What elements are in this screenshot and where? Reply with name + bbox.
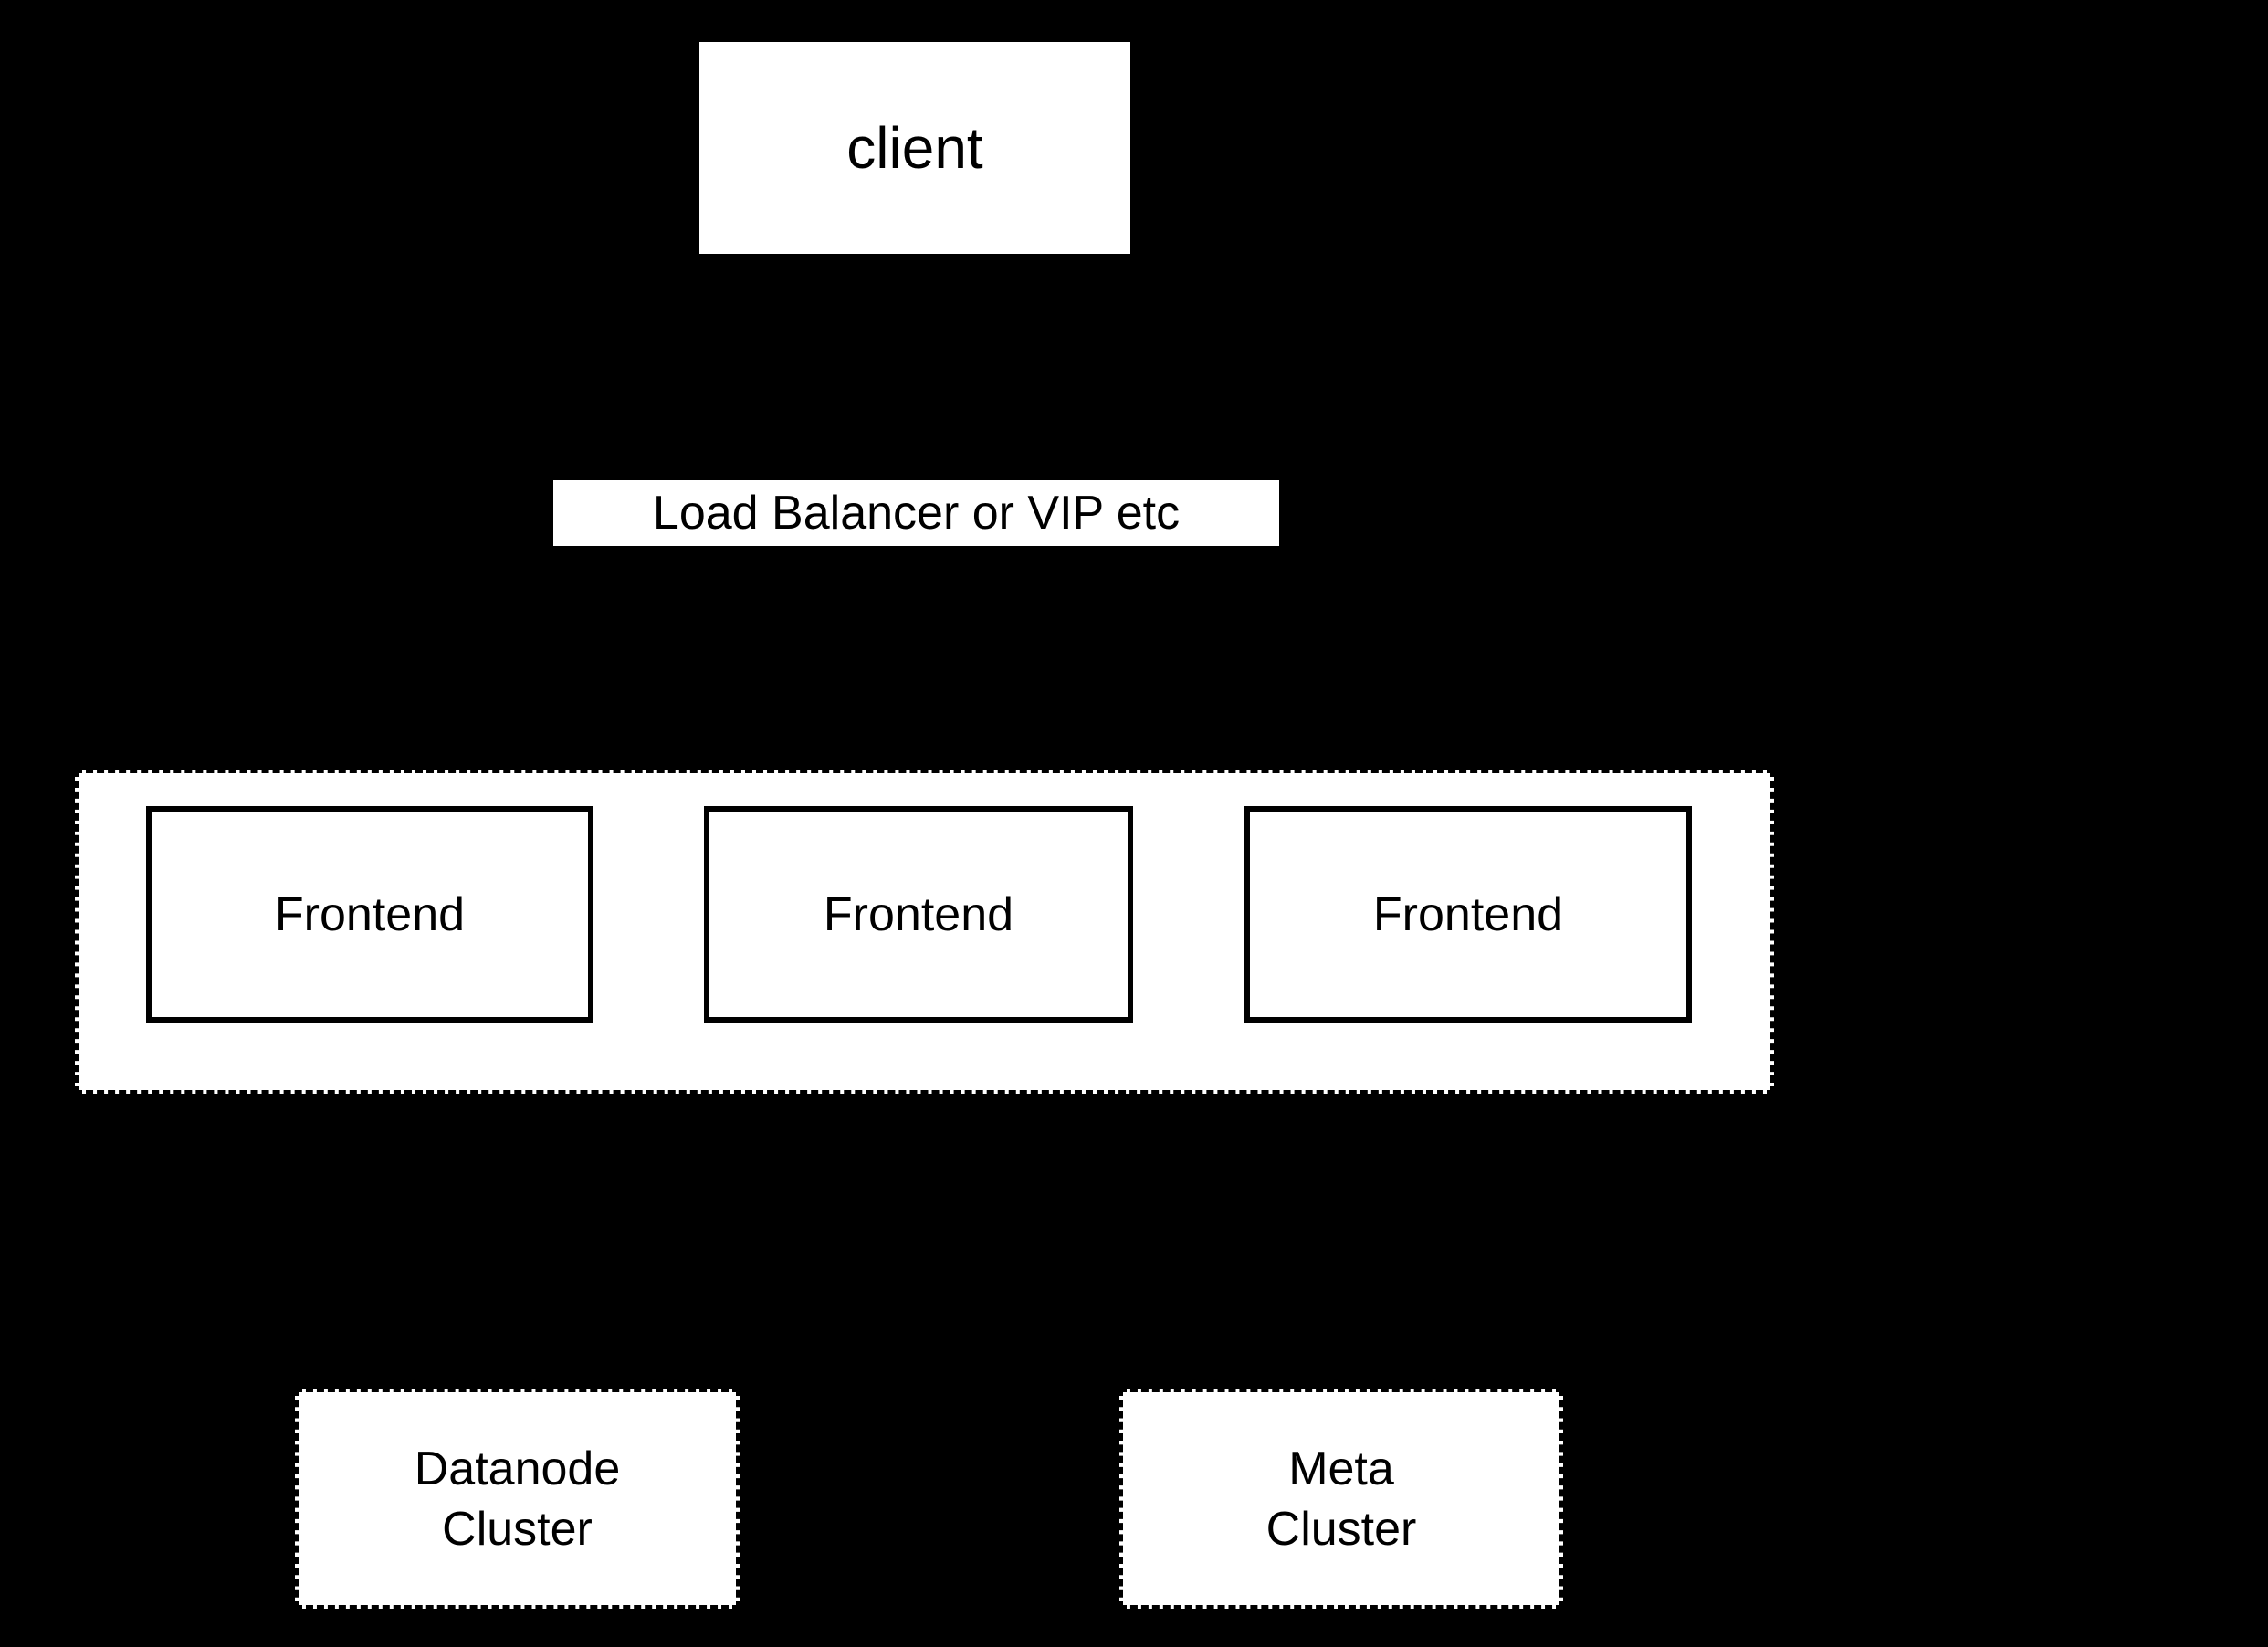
datanode-cluster-label-line2: Cluster	[442, 1502, 593, 1556]
datanode-cluster-label-line1: Datanode	[414, 1442, 621, 1495]
client-node: client	[698, 40, 1132, 256]
frontend-1-label: Frontend	[274, 887, 466, 941]
load-balancer-label: Load Balancer or VIP etc	[652, 487, 1181, 540]
frontend-3-label: Frontend	[1372, 887, 1564, 941]
frontend-node-1: Frontend	[146, 806, 593, 1023]
meta-cluster-label-line2: Cluster	[1265, 1502, 1417, 1556]
datanode-cluster-node: Datanode Cluster	[295, 1389, 740, 1609]
meta-cluster-node: Meta Cluster	[1119, 1389, 1563, 1609]
meta-cluster-label-line1: Meta	[1288, 1442, 1394, 1495]
frontend-group-container: Frontend Frontend Frontend	[75, 770, 1774, 1094]
client-label: client	[846, 115, 983, 181]
frontend-node-3: Frontend	[1244, 806, 1692, 1023]
frontend-node-2: Frontend	[704, 806, 1133, 1023]
load-balancer-node: Load Balancer or VIP etc	[551, 478, 1281, 548]
frontend-2-label: Frontend	[823, 887, 1014, 941]
